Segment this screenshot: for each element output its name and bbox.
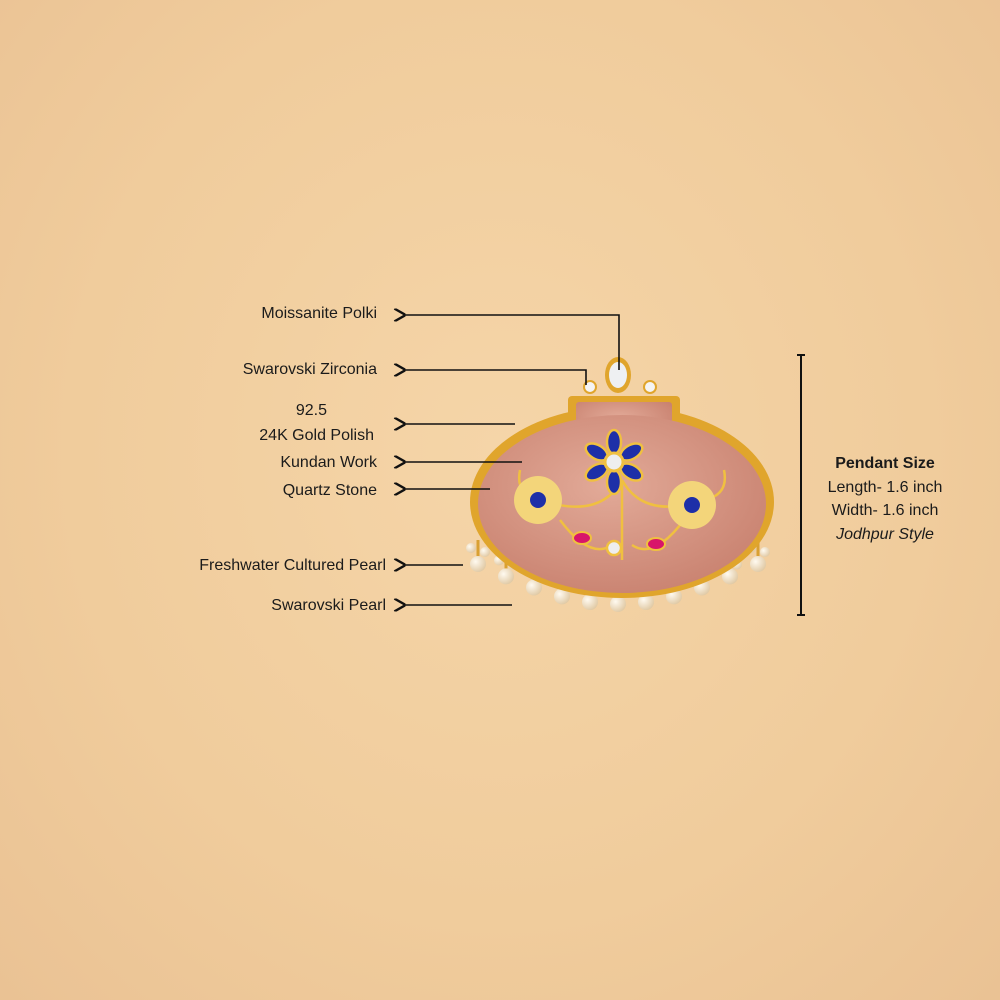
petal — [605, 468, 623, 496]
pearl — [470, 556, 486, 572]
pendant-image — [466, 357, 774, 612]
pearl — [526, 579, 542, 596]
label-moissanite-polki: Moissanite Polki — [261, 305, 377, 322]
spec-length: Length- 1.6 inch — [827, 479, 943, 496]
label-swarovski-pearl: Swarovski Pearl — [271, 597, 386, 614]
pearl — [498, 568, 514, 585]
label-gold-polish: 24K Gold Polish — [259, 427, 374, 444]
ruby-gems — [572, 531, 666, 551]
petal — [605, 428, 623, 456]
pearl — [638, 594, 654, 611]
label-quartz-stone: Quartz Stone — [282, 482, 377, 499]
label-swarovski-zirconia: Swarovski Zirconia — [242, 361, 377, 378]
label-freshwater-pearl: Freshwater Cultured Pearl — [199, 557, 386, 574]
spec-style: Jodhpur Style — [836, 526, 934, 543]
pearl — [610, 596, 626, 612]
center-flower — [584, 428, 644, 496]
pearl — [554, 588, 570, 605]
pearl — [722, 568, 738, 585]
side-flowers — [514, 476, 716, 529]
moissanite-polki-gem — [605, 357, 631, 393]
label-kundan-work: Kundan Work — [280, 454, 377, 471]
pearl — [466, 543, 476, 553]
pearl — [480, 547, 490, 557]
label-silver-grade: 92.5 — [295, 402, 327, 419]
spec-width: Width- 1.6 inch — [831, 502, 939, 519]
pearl — [750, 556, 766, 572]
callout-lines — [404, 315, 620, 605]
pearl — [582, 594, 598, 611]
size-bracket — [797, 354, 805, 616]
spec-title: Pendant Size — [835, 455, 935, 472]
pearl — [760, 547, 770, 557]
